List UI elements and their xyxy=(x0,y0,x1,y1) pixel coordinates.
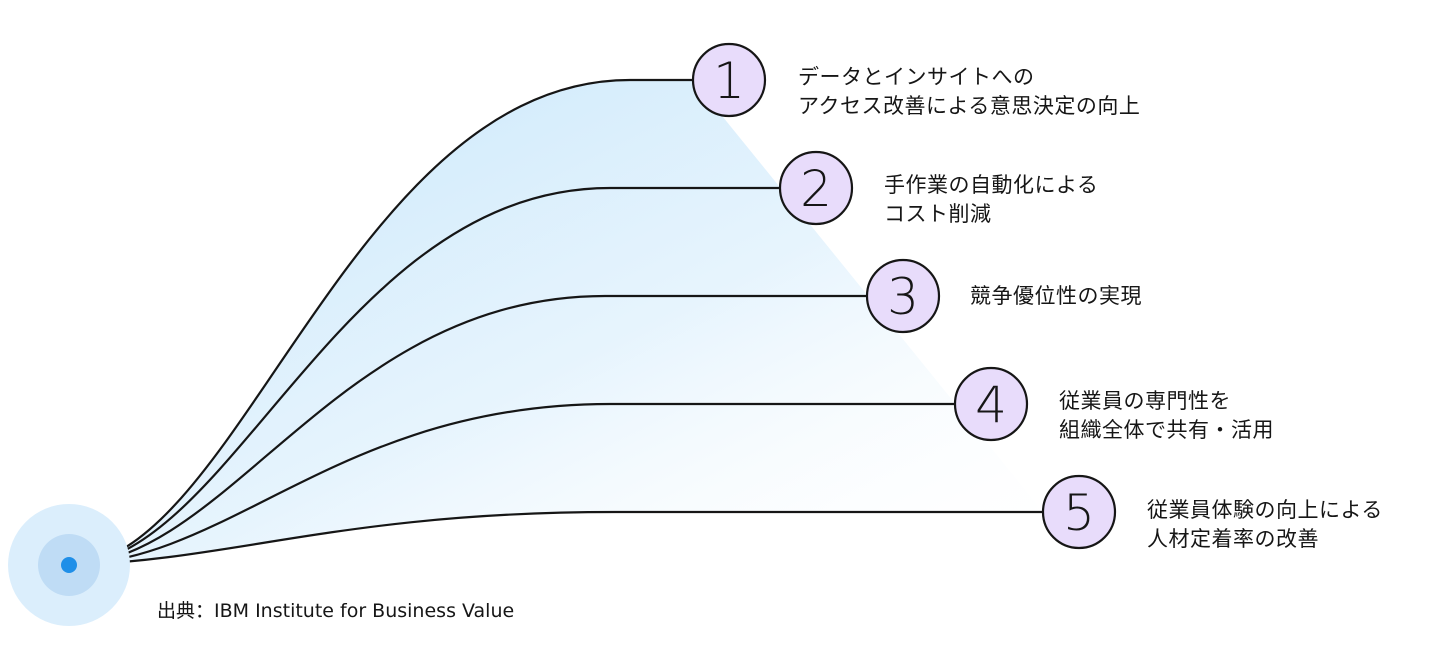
number-circle-2: 2 xyxy=(778,150,854,226)
number-circle-bg-5 xyxy=(1041,474,1117,550)
item-5-line-1: 従業員体験の向上による xyxy=(1147,498,1383,522)
source-note: 出典：IBM Institute for Business Value xyxy=(157,600,515,622)
item-4-line-1: 従業員の専門性を xyxy=(1059,389,1231,413)
item-4-line-2: 組織全体で共有・活用 xyxy=(1059,418,1274,442)
item-1-label: データとインサイトへの アクセス改善による意思決定の向上 xyxy=(798,63,1140,121)
item-2-line-1: 手作業の自動化による xyxy=(884,173,1099,197)
item-3-label: 競争優位性の実現 xyxy=(970,282,1142,311)
number-label-4: 4 xyxy=(975,376,1007,434)
number-circle-bg-1 xyxy=(691,42,767,118)
number-circle-bg-4 xyxy=(953,366,1029,442)
branch-line-1 xyxy=(71,78,693,567)
gradient-fan xyxy=(72,80,1043,565)
item-2-label: 手作業の自動化による コスト削減 xyxy=(884,171,1098,229)
number-circle-3: 3 xyxy=(865,258,941,334)
number-label-2: 2 xyxy=(800,160,832,218)
item-2-line-2: コスト削減 xyxy=(884,202,992,226)
origin-dot xyxy=(61,557,77,573)
number-circle-bg-2 xyxy=(778,150,854,226)
number-circle-4: 4 xyxy=(953,366,1029,442)
number-label-1: 1 xyxy=(713,52,745,110)
number-circle-1: 1 xyxy=(691,42,767,118)
number-circle-bg-3 xyxy=(865,258,941,334)
branch-line-3 xyxy=(71,294,867,567)
item-5-line-2: 人材定着率の改善 xyxy=(1147,527,1319,551)
number-label-5: 5 xyxy=(1063,484,1095,542)
item-4-label: 従業員の専門性を 組織全体で共有・活用 xyxy=(1059,387,1274,445)
item-3-line-1: 競争優位性の実現 xyxy=(970,284,1142,308)
branch-line-2 xyxy=(71,186,780,567)
branch-line-4 xyxy=(71,402,955,567)
item-1-line-1: データとインサイトへの xyxy=(798,65,1035,89)
item-1-line-2: アクセス改善による意思決定の向上 xyxy=(798,94,1141,118)
number-label-3: 3 xyxy=(887,268,919,326)
number-circle-5: 5 xyxy=(1041,474,1117,550)
branch-line-5 xyxy=(71,510,1043,567)
origin-point xyxy=(8,504,130,626)
item-5-label: 従業員体験の向上による 人材定着率の改善 xyxy=(1147,496,1383,554)
